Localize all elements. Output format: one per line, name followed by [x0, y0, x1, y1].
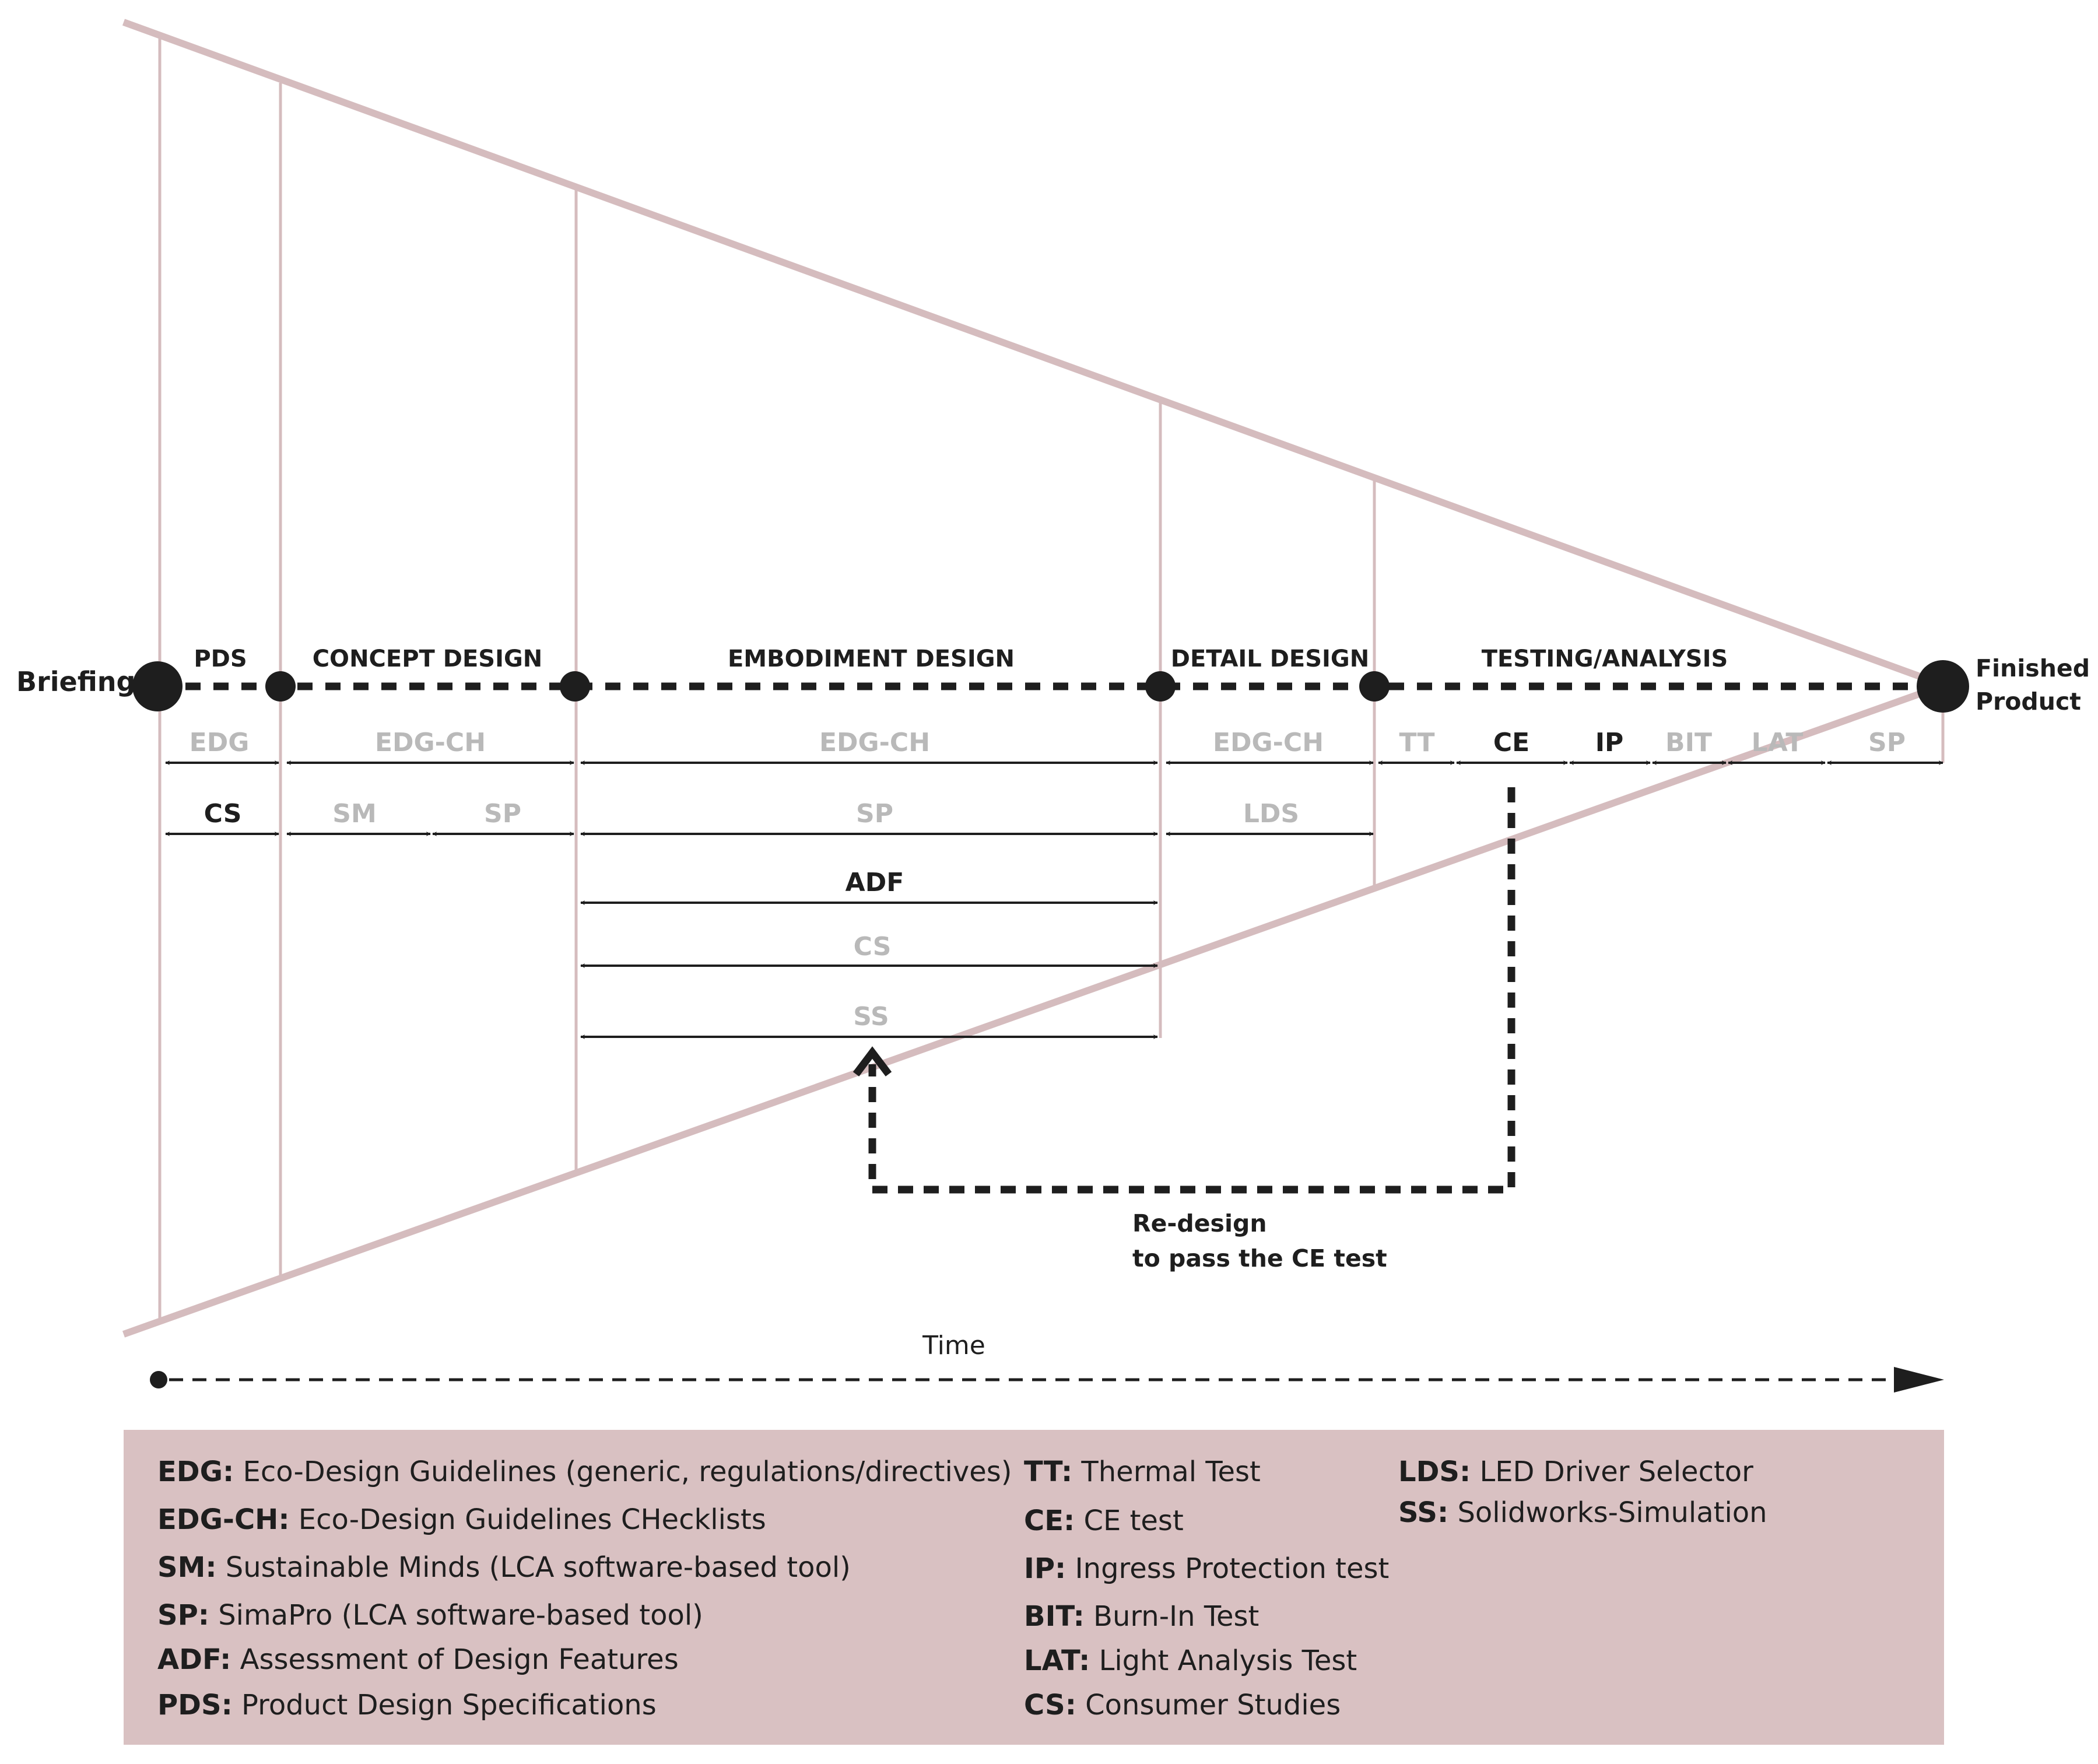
time-axis-arrowhead [1894, 1367, 1944, 1393]
funnel-bottom-edge [122, 685, 1938, 1338]
legend-item: EDG-CH: Eco-Design Guidelines CHecklists [157, 1503, 766, 1536]
finished-label-line1: Finished [1976, 654, 2090, 682]
legend-col-3: LDS: LED Driver Selector SS: Solidworks-… [1398, 1456, 1767, 1529]
redesign-arrowhead [852, 1046, 892, 1076]
milestone-detail [1359, 671, 1390, 702]
tool-ce: CE [1493, 728, 1529, 757]
embodiment-tools [580, 900, 1158, 1039]
time-label: Time [922, 1331, 985, 1360]
phase-detail: DETAIL DESIGN [1171, 646, 1370, 672]
briefing-node [132, 661, 183, 711]
legend-item: LAT: Light Analysis Test [1024, 1644, 1357, 1677]
redesign-label-line2: to pass the CE test [1132, 1244, 1387, 1272]
tool-edg-ch-concept: EDG-CH [375, 728, 486, 757]
tool-edg-ch-embodiment: EDG-CH [819, 728, 930, 757]
legend-item: SM: Sustainable Minds (LCA software-base… [157, 1551, 851, 1584]
legend-item: CE: CE test [1024, 1505, 1184, 1537]
finished-label-line2: Product [1976, 688, 2081, 716]
legend-item: ADF: Assessment of Design Features [157, 1643, 679, 1676]
redesign-label-line1: Re-design [1132, 1209, 1267, 1237]
tool-lds: LDS [1243, 799, 1299, 829]
legend-item: TT: Thermal Test [1024, 1456, 1261, 1488]
tool-ss: SS [853, 1002, 889, 1032]
phase-embodiment: EMBODIMENT DESIGN [728, 646, 1015, 672]
phase-concept: CONCEPT DESIGN [313, 646, 543, 672]
legend-item: IP: Ingress Protection test [1024, 1552, 1389, 1585]
funnel [122, 19, 1945, 1338]
milestone-pds [265, 671, 296, 702]
legend-item: SP: SimaPro (LCA software-based tool) [157, 1599, 703, 1632]
legend-item: BIT: Burn-In Test [1024, 1600, 1259, 1633]
legend-item: PDS: Product Design Specifications [157, 1689, 657, 1721]
tool-edg: EDG [190, 728, 250, 757]
tool-tt: TT [1399, 728, 1434, 757]
tool-adf: ADF [845, 868, 904, 897]
tool-cs-pds: CS [204, 799, 242, 829]
funnel-top-edge [122, 19, 1938, 686]
phase-testing: TESTING/ANALYSIS [1482, 646, 1728, 672]
legend-item: EDG: Eco-Design Guidelines (generic, reg… [157, 1456, 1012, 1488]
tool-sp-concept: SP [484, 799, 521, 829]
tool-ip: IP [1595, 728, 1624, 757]
tool-edg-ch-detail: EDG-CH [1213, 728, 1324, 757]
legend-item: CS: Consumer Studies [1024, 1689, 1341, 1721]
finished-product-node [1917, 660, 1969, 713]
briefing-label: Briefing [16, 666, 135, 697]
milestone-concept [560, 671, 590, 702]
tool-sm: SM [332, 799, 376, 829]
legend-box [124, 1430, 1944, 1745]
redesign-loop [868, 787, 1515, 1194]
legend-item: SS: Solidworks-Simulation [1398, 1496, 1767, 1529]
time-axis-start [150, 1371, 167, 1388]
phase-pds: PDS [194, 646, 247, 672]
tool-lat: LAT [1752, 728, 1804, 757]
tool-bit: BIT [1665, 728, 1712, 757]
legend-col-2: TT: Thermal Test CE: CE test IP: Ingress… [1024, 1456, 1389, 1721]
legend-col-1: EDG: Eco-Design Guidelines (generic, reg… [157, 1456, 1012, 1721]
tool-sp-embodiment: SP [856, 799, 893, 829]
legend-item: LDS: LED Driver Selector [1398, 1456, 1753, 1488]
milestone-embodiment [1145, 671, 1176, 702]
tool-sp-testing: SP [1868, 728, 1906, 757]
tool-cs-embodiment: CS [854, 932, 892, 962]
